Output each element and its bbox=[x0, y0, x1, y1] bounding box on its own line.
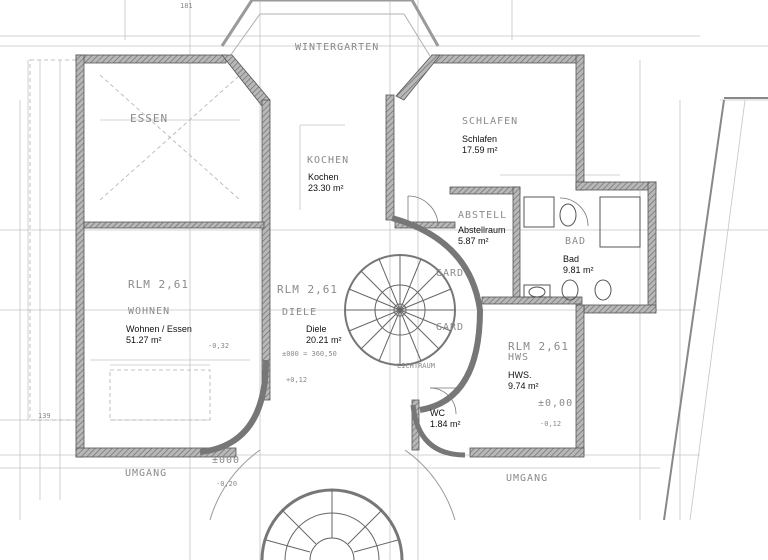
spiral-staircase-bottom bbox=[209, 449, 456, 560]
wohnen-label: WOHNEN bbox=[128, 306, 171, 317]
level-plus-012-label: +0,12 bbox=[286, 376, 308, 384]
abstell-label: ABSTELL bbox=[458, 210, 508, 221]
room-label-diele: Diele 20.21 m² bbox=[306, 324, 342, 346]
room-area: 17.59 m² bbox=[462, 145, 498, 155]
lichtraum-label: LICHTRAUM bbox=[397, 362, 435, 370]
curved-walls bbox=[199, 215, 484, 458]
room-label-bad: Bad 9.81 m² bbox=[563, 254, 594, 276]
room-area: 9.74 m² bbox=[508, 381, 539, 391]
room-area: 23.30 m² bbox=[308, 183, 344, 193]
room-label-abstellraum: Abstellraum 5.87 m² bbox=[458, 225, 506, 247]
room-name: Kochen bbox=[308, 172, 339, 182]
rlm-hws-label: RLM 2,61 bbox=[508, 340, 569, 353]
level-minus-032-label: -0,32 bbox=[208, 342, 230, 350]
garderobe-bottom-label: GARD bbox=[436, 322, 465, 333]
level-hws-label: ±0,00 bbox=[538, 398, 574, 409]
room-area: 20.21 m² bbox=[306, 335, 342, 345]
rlm-wohnen-label: RLM 2,61 bbox=[128, 278, 189, 291]
bathroom-fixtures bbox=[523, 196, 641, 301]
level-minus-020-label: -0,20 bbox=[216, 480, 238, 488]
room-area: 9.81 m² bbox=[563, 265, 594, 275]
room-label-kochen: Kochen 23.30 m² bbox=[308, 172, 344, 194]
interior-walls bbox=[83, 94, 583, 451]
garderobe-top-label: GARD bbox=[436, 268, 465, 279]
room-area: 1.84 m² bbox=[430, 419, 461, 429]
umgang-right-label: UMGANG bbox=[506, 473, 549, 484]
right-terrace-outline bbox=[663, 97, 768, 521]
room-name: Wohnen / Essen bbox=[126, 324, 192, 334]
room-name: Bad bbox=[563, 254, 580, 264]
room-label-schlafen: Schlafen 17.59 m² bbox=[462, 134, 498, 156]
room-name: Schlafen bbox=[462, 134, 498, 144]
hws-label: HWS bbox=[508, 352, 530, 363]
room-area: 51.27 m² bbox=[126, 335, 162, 345]
exterior-walls bbox=[75, 54, 657, 458]
wintergarten-bay bbox=[220, 0, 440, 57]
spiral-staircase bbox=[344, 254, 456, 366]
door-swings bbox=[407, 195, 589, 415]
essen-label: ESSEN bbox=[130, 112, 169, 125]
umgang-left-label: UMGANG bbox=[125, 468, 168, 479]
room-label-wohnen-essen: Wohnen / Essen 51.27 m² bbox=[126, 324, 192, 346]
room-name: Abstellraum bbox=[458, 225, 506, 235]
room-area: 5.87 m² bbox=[458, 236, 489, 246]
diele-label: DIELE bbox=[282, 307, 318, 318]
room-label-hws: HWS. 9.74 m² bbox=[508, 370, 539, 392]
level-minus-012-label: -0,12 bbox=[540, 420, 562, 428]
wintergarten-label: WINTERGARTEN bbox=[295, 42, 380, 53]
room-name: WC bbox=[430, 408, 445, 418]
dimension-181-label: 181 bbox=[180, 2, 193, 10]
room-label-wc: WC 1.84 m² bbox=[430, 408, 461, 430]
dimension-139-label: 139 bbox=[38, 412, 51, 420]
reference-level-label: ±000 = 360,50 bbox=[282, 350, 337, 358]
schlafen-label: SCHLAFEN bbox=[462, 116, 519, 127]
room-name: Diele bbox=[306, 324, 327, 334]
room-name: HWS. bbox=[508, 370, 532, 380]
dashed-outlines bbox=[29, 59, 241, 421]
bad-label: BAD bbox=[565, 236, 587, 247]
kochen-label: KOCHEN bbox=[307, 155, 350, 166]
rlm-diele-label: RLM 2,61 bbox=[277, 283, 338, 296]
level-zero-label: ±000 bbox=[212, 455, 241, 466]
